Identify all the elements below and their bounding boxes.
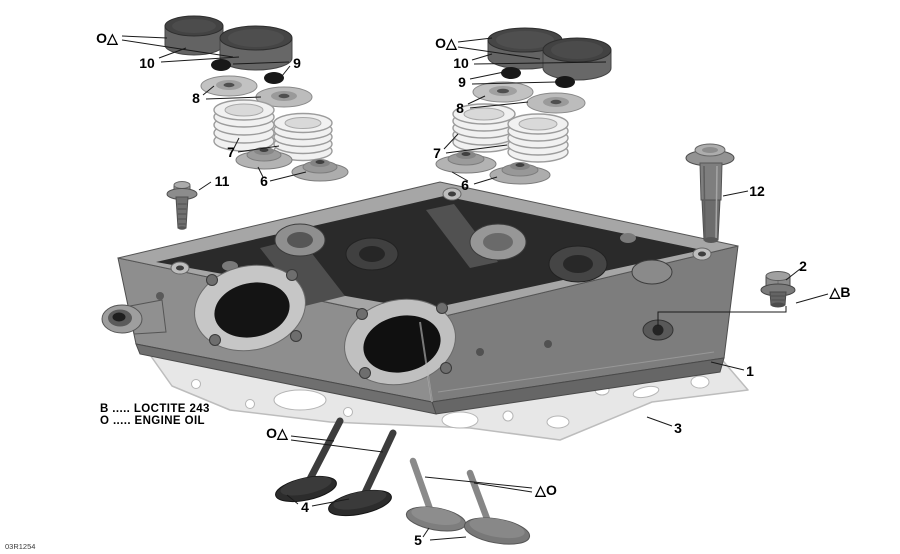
exhaust-flange-port-1 [194, 264, 306, 352]
callout-8-left: 8 [192, 90, 200, 106]
leader-lines [121, 35, 829, 541]
callout-2: 2 [799, 258, 807, 274]
callout-6-right: 6 [461, 177, 469, 193]
callout-oil-valves-left: O△ [266, 425, 289, 441]
diagram-code: 03R1254 [5, 542, 35, 551]
callout-oil-valves-right: △O [534, 482, 557, 498]
valves-light-5 [405, 457, 531, 545]
callout-oil-top-right: O△ [435, 35, 458, 51]
callout-5: 5 [414, 532, 422, 548]
callout-4: 4 [301, 499, 309, 515]
exhaust-flange-port-2 [344, 298, 456, 386]
flange-bolt-11 [166, 181, 198, 230]
head-bolt-holes [170, 187, 712, 275]
callout-7-right: 7 [433, 145, 441, 161]
tappet-buckets-right [487, 27, 612, 81]
spring-retainers-left [200, 75, 313, 108]
spring-seats-right [435, 151, 551, 185]
exhaust-port-boss [101, 299, 167, 335]
callout-9-right: 9 [458, 74, 466, 90]
callout-oil-top-left: O△ [96, 30, 119, 46]
legend-engine-oil: O ..... ENGINE OIL [100, 415, 205, 427]
plug-screw-2 [760, 271, 796, 308]
callout-6-left: 6 [260, 173, 268, 189]
head-screw-12 [685, 143, 735, 243]
legend-loctite: B ..... LOCTITE 243 [100, 403, 210, 415]
tappet-buckets-left [164, 15, 293, 71]
valve-springs-right [452, 103, 569, 163]
callout-9-left: 9 [293, 55, 301, 71]
callout-10-left: 10 [139, 55, 155, 71]
valves-dark-4 [275, 417, 397, 517]
legend: B ..... LOCTITE 243 O ..... ENGINE OIL [100, 403, 210, 427]
callout-labels: O△ 10 9 8 7 6 11 O△ 10 9 8 7 6 12 2 △B 1… [96, 30, 850, 548]
spring-retainers-right [472, 81, 586, 114]
valve-springs-left [213, 99, 333, 162]
cylinder-head [101, 181, 739, 415]
valve-cotters-left [211, 59, 284, 84]
valve-cotters-right [501, 67, 575, 88]
callout-loctite-b: △B [829, 284, 851, 300]
callout-12: 12 [749, 183, 765, 199]
callout-1: 1 [746, 363, 754, 379]
callout-8-right: 8 [456, 100, 464, 116]
callout-3: 3 [674, 420, 682, 436]
spring-seats-left [235, 147, 349, 182]
callout-10-right: 10 [453, 55, 469, 71]
callout-11: 11 [215, 173, 230, 189]
callout-7-left: 7 [227, 144, 235, 160]
